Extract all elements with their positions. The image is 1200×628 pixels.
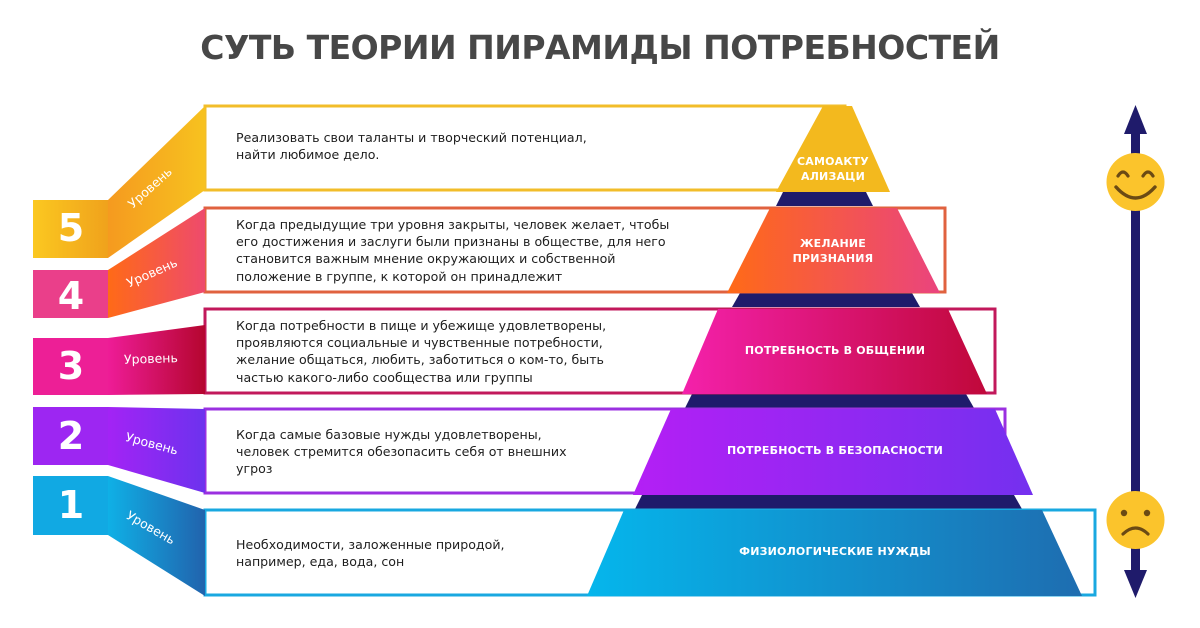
number-block-4 [33, 270, 108, 318]
level-2 [33, 407, 1033, 495]
level-description-3: Когда потребности в пище и убежище удовл… [236, 318, 607, 385]
level-description-5: Реализовать свои таланты и творческий по… [236, 130, 587, 163]
level-number-5: 5 [57, 206, 85, 250]
level-number-3: 3 [57, 344, 85, 388]
arrow-up-icon [1124, 105, 1147, 134]
level-ribbon-1 [108, 476, 205, 596]
tier-name-1: ФИЗИОЛОГИЧЕСКИЕ НУЖДЫ [739, 545, 931, 558]
pyramid-tier-5 [776, 106, 890, 192]
pyramid-tier-4 [727, 208, 940, 293]
tier-name-3: ПОТРЕБНОСТЬ В ОБЩЕНИИ [744, 344, 926, 357]
level-ribbon-2 [108, 407, 205, 493]
level-3 [33, 307, 997, 395]
satisfaction-scale [1106, 105, 1165, 598]
arrow-down-icon [1124, 570, 1147, 598]
level-number-2: 2 [57, 414, 85, 458]
scale-line [1131, 128, 1140, 578]
level-5 [33, 104, 890, 258]
level-ribbon-3 [108, 325, 205, 395]
navy-bands [635, 192, 1022, 509]
happy-face-icon [1106, 153, 1165, 211]
tier-name-2: ПОТРЕБНОСТЬ В БЕЗОПАСНОСТИ [727, 444, 943, 457]
number-block-3 [33, 338, 108, 395]
level-description-1: Необходимости, заложенные природой, напр… [236, 537, 505, 570]
pyramid-tier-2 [633, 409, 1033, 495]
number-block-2 [33, 407, 108, 465]
pyramid-tier-3 [682, 309, 987, 394]
level-1 [33, 476, 1097, 597]
level-label-3: Уровень [123, 350, 179, 367]
level-ribbon-5 [108, 106, 205, 258]
level-ribbon-4 [108, 208, 205, 318]
description-box-5 [203, 104, 847, 192]
tier-name-4: ЖЕЛАНИЕ ПРИЗНАНИЯ [792, 237, 874, 265]
level-number-4: 4 [57, 274, 85, 318]
pyramid-tier-1 [587, 510, 1082, 596]
page-title: СУТЬ ТЕОРИИ ПИРАМИДЫ ПОТРЕБНОСТЕЙ [200, 28, 1000, 67]
number-block-5 [33, 200, 108, 258]
level-description-2: Когда самые базовые нужды удовлетворены,… [236, 427, 567, 477]
sad-face-icon [1106, 491, 1165, 549]
level-number-1: 1 [57, 483, 85, 527]
level-description-4: Когда предыдущие три уровня закрыты, чел… [236, 217, 670, 284]
number-block-1 [33, 476, 108, 535]
tier-name-5: САМОАКТУ АЛИЗАЦИ [797, 155, 869, 183]
level-4 [33, 206, 947, 318]
